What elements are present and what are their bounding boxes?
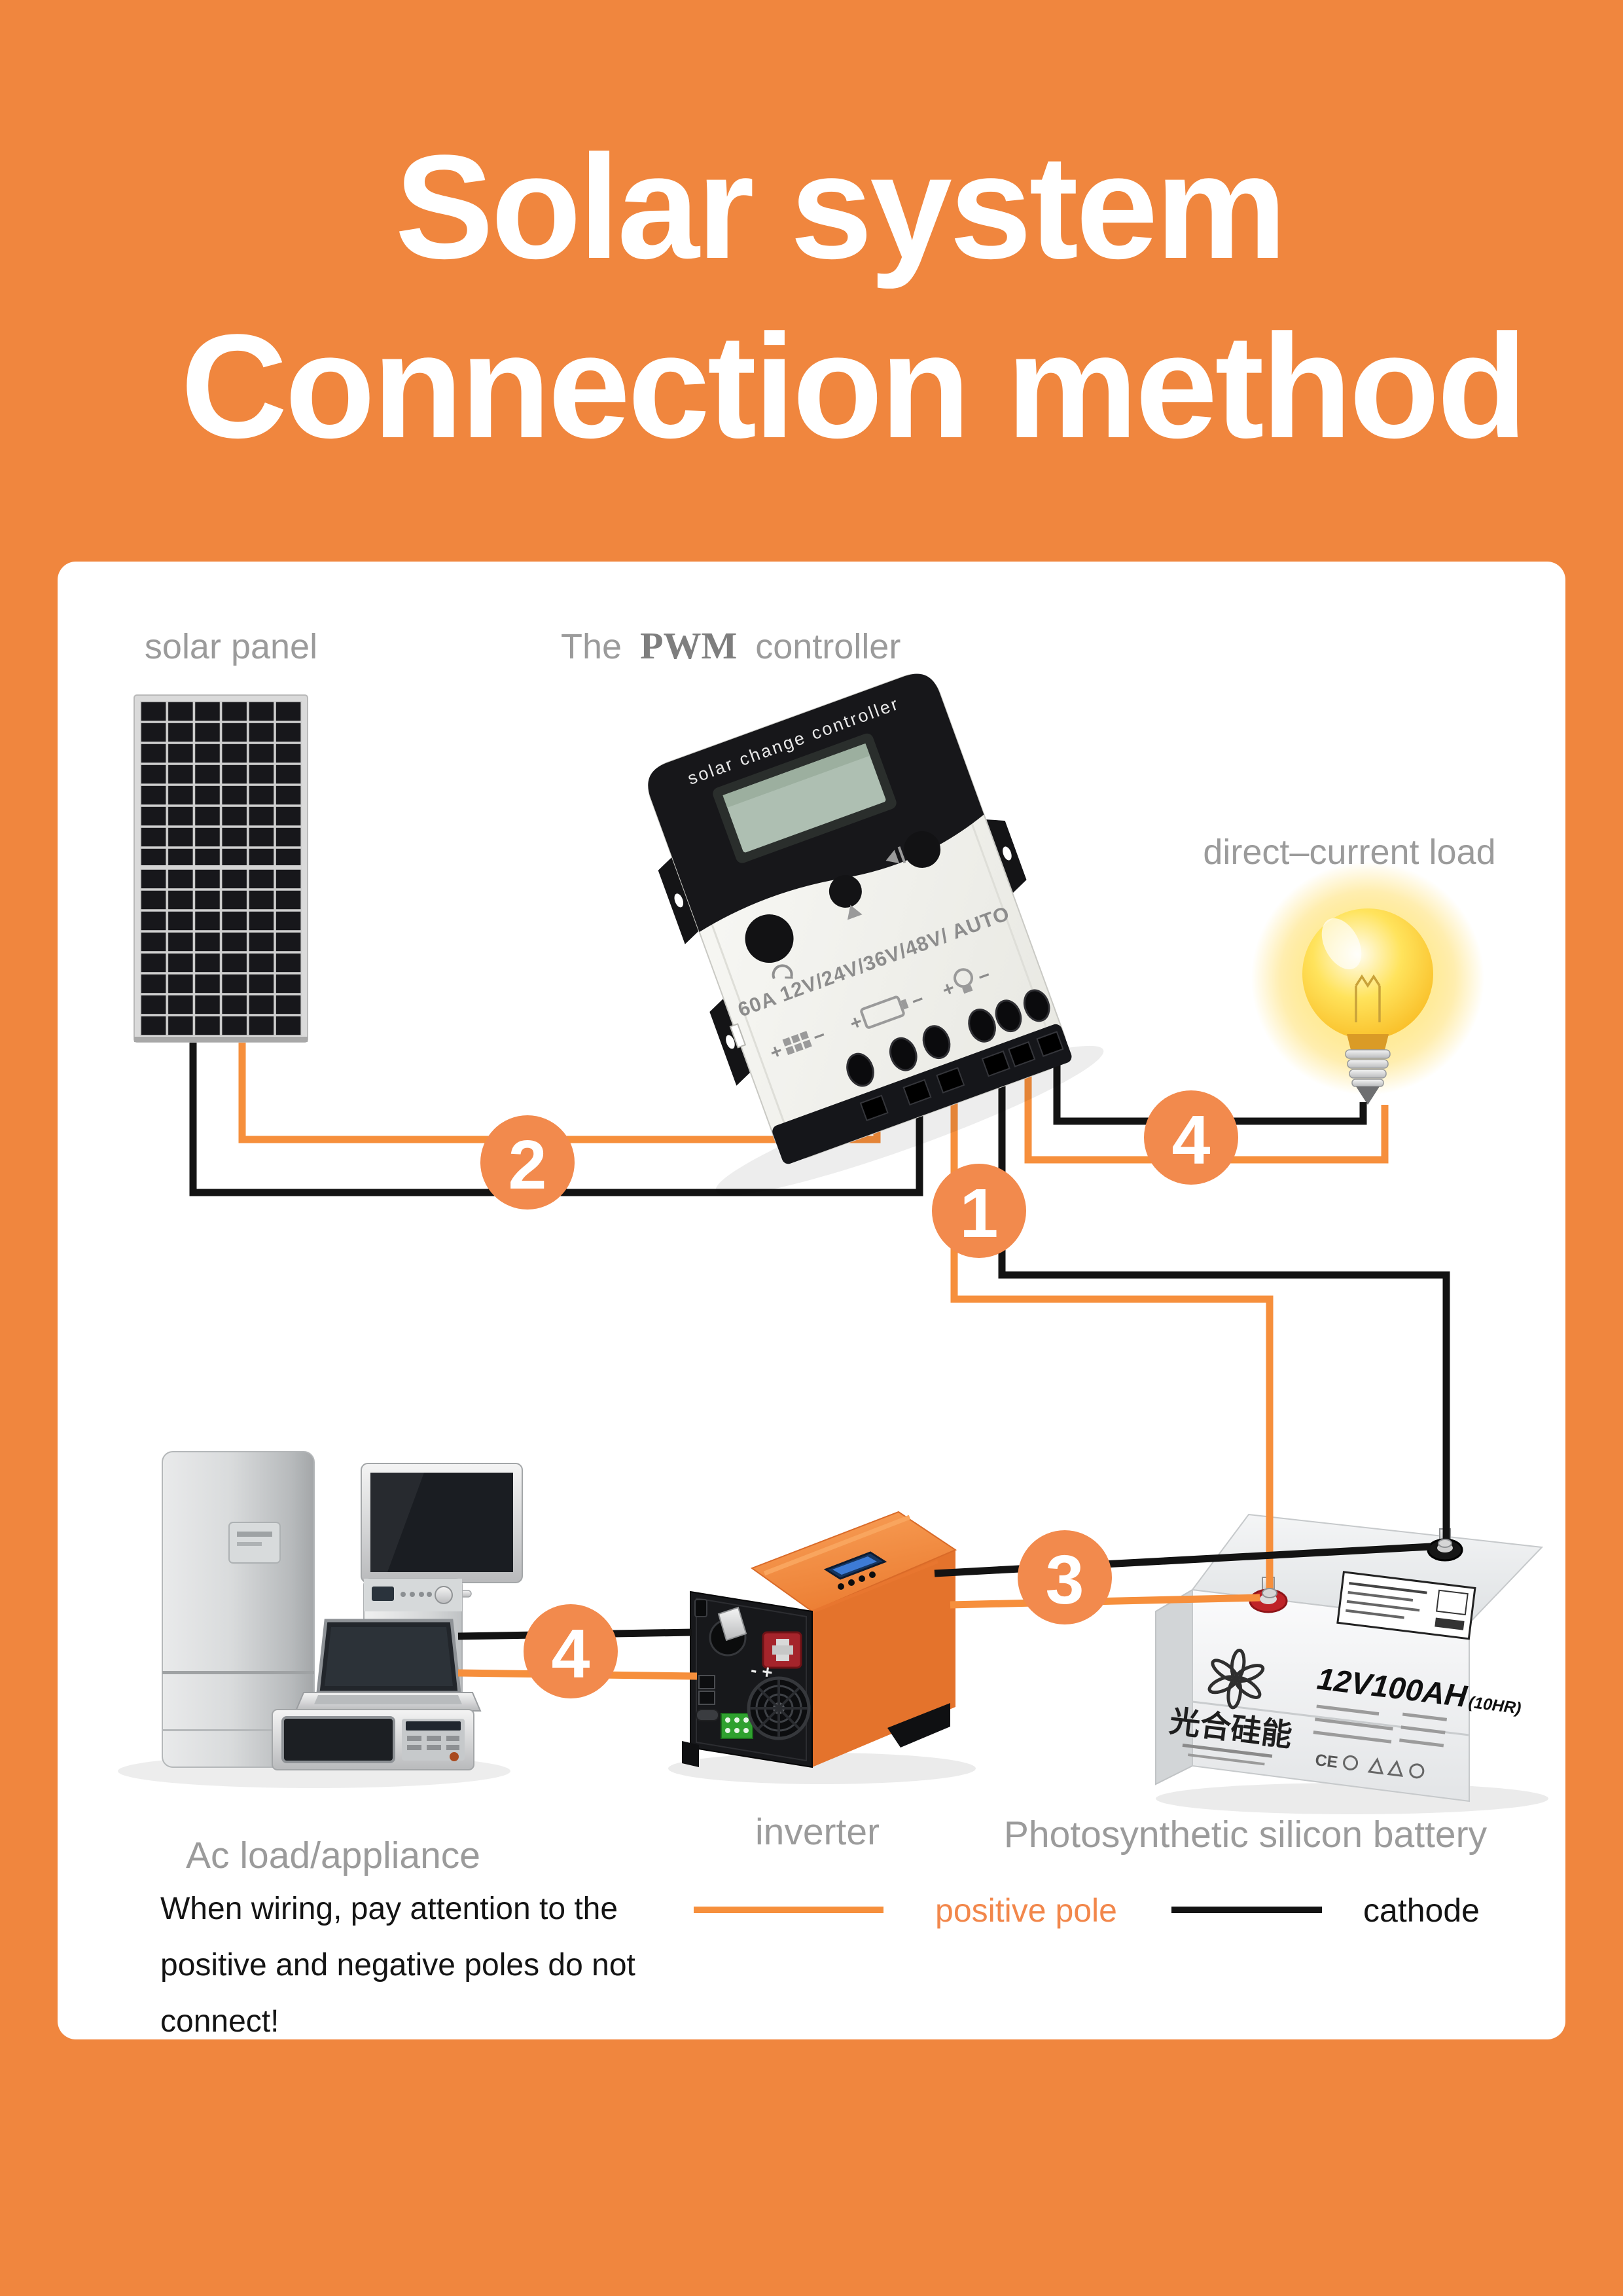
warning-line2: positive and negative poles do not <box>160 1948 635 1982</box>
marker-4-bottom-number: 4 <box>552 1615 590 1693</box>
pwm-controller: solar change controller 60A 12V/24V/36V/… <box>648 673 1072 1164</box>
inverter-power-switch <box>694 1599 707 1617</box>
controller-button-right <box>904 831 941 868</box>
marker-2-circle <box>480 1115 575 1210</box>
marker-4-top-number: 4 <box>1172 1102 1211 1179</box>
label-the: The <box>561 627 622 666</box>
page-title-line1: Solar system <box>395 124 1285 289</box>
controller-button-center <box>829 874 862 908</box>
legend-positive-label: positive pole <box>935 1892 1117 1929</box>
microwave-display <box>406 1721 461 1731</box>
battery-ce-mark: CE <box>1314 1751 1339 1772</box>
label-pwm: PWM <box>640 624 737 667</box>
legend-cathode-line <box>1171 1907 1322 1913</box>
legend-cathode-label: cathode <box>1363 1892 1480 1929</box>
warning-line3: connect! <box>160 2004 279 2039</box>
label-pwm-controller: The PWM controller <box>561 624 901 667</box>
legend-positive-line <box>694 1907 883 1913</box>
battery-left-face <box>1155 1588 1193 1785</box>
battery-cert-icon-3 <box>1387 1759 1403 1777</box>
controller-terminal-holes <box>846 989 1050 1087</box>
inverter-red-connector <box>762 1631 802 1669</box>
bulb-contact-tip <box>1356 1086 1380 1105</box>
inverter-fan <box>747 1676 811 1740</box>
battery-negative-bolt-cap <box>1438 1539 1452 1548</box>
battery-top-label <box>1336 1571 1476 1640</box>
marker-2-number: 2 <box>508 1126 547 1204</box>
bulb-collar <box>1347 1034 1389 1050</box>
microwave <box>272 1709 474 1770</box>
battery-cert-icon-1 <box>1343 1755 1359 1770</box>
washer-knob <box>435 1586 453 1604</box>
controller-refresh-icon <box>772 964 793 980</box>
wire-inverter-battery-cathode <box>934 1543 1431 1577</box>
warning-line1: When wiring, pay attention to the <box>160 1892 618 1926</box>
battery-positive-bolt-cap <box>1262 1588 1277 1598</box>
controller-left-arrow-icon <box>885 850 900 864</box>
microwave-window <box>281 1716 395 1763</box>
label-battery: Photosynthetic silicon battery <box>1004 1814 1488 1856</box>
controller-button-left <box>745 914 794 963</box>
battery-shadow <box>1156 1783 1548 1814</box>
bulb-screw-base <box>1345 1049 1391 1087</box>
washer-display <box>372 1587 394 1601</box>
inverter-rj45-port-1 <box>698 1675 715 1689</box>
laptop <box>294 1619 482 1712</box>
solar-panel <box>134 694 308 1043</box>
inverter-bracket-right <box>887 1703 950 1748</box>
marker-1-number: 1 <box>960 1175 999 1252</box>
inverter-rj45-port-2 <box>698 1691 715 1705</box>
warning-note: When wiring, pay attention to the positi… <box>160 1892 635 2039</box>
inverter-shadow <box>668 1753 976 1784</box>
page-title-line2: Connection method <box>181 303 1525 469</box>
solar-panel-midline <box>140 865 302 869</box>
connection-markers: 2 1 4 3 4 <box>480 1090 1238 1698</box>
label-controller-word: controller <box>755 627 901 666</box>
inverter-terminal-block <box>721 1713 753 1739</box>
light-bulb <box>1251 862 1484 1105</box>
inverter-side <box>812 1550 955 1767</box>
marker-1-circle <box>932 1164 1026 1258</box>
inverter-battery-lug <box>709 1606 747 1657</box>
battery-cert-icon-2 <box>1367 1757 1384 1775</box>
marker-3-circle <box>1018 1530 1112 1624</box>
battery-logo <box>1207 1648 1265 1710</box>
inverter-bracket-left <box>682 1741 699 1767</box>
controller-up-arrow-icon <box>847 905 863 920</box>
bulb-filament <box>1355 974 1381 1022</box>
battery-cert-icon-4 <box>1409 1763 1425 1779</box>
appliance-group <box>118 1451 523 1788</box>
label-solar-panel: solar panel <box>145 627 317 666</box>
label-ac-load: Ac load/appliance <box>186 1835 480 1876</box>
label-inverter: inverter <box>755 1811 880 1853</box>
controller-usb-port <box>729 1023 747 1049</box>
legend: positive pole cathode <box>694 1892 1480 1929</box>
bulb-glass <box>1302 908 1433 1039</box>
marker-4-bottom-circle <box>524 1604 618 1698</box>
inverter: - + <box>668 1511 976 1784</box>
tv-screen <box>370 1473 513 1572</box>
marker-3-number: 3 <box>1046 1541 1084 1619</box>
controller-lcd-screen <box>723 744 886 853</box>
inverter-db9-port <box>696 1709 719 1721</box>
controller-wire-slots <box>859 1031 1064 1122</box>
bulb-highlight <box>1321 918 1362 970</box>
tv <box>361 1463 523 1598</box>
fridge <box>162 1451 315 1768</box>
marker-4-top-circle <box>1144 1090 1238 1185</box>
